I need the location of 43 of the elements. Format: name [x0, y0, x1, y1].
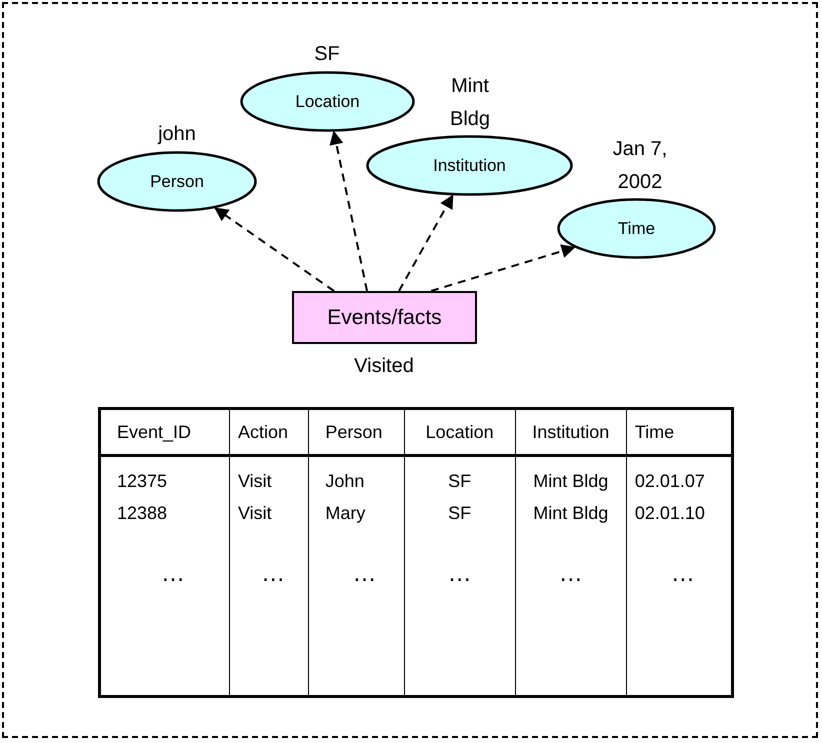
column-header: Person: [309, 410, 404, 457]
table-cell-text: …: [670, 559, 696, 589]
node-label: Institution: [433, 154, 506, 177]
value-label: Mint Bldg: [448, 74, 492, 132]
column-header: Event_ID: [101, 410, 229, 457]
table-cell-text: Mary: [324, 502, 366, 525]
table-cell-text: …: [446, 559, 473, 589]
table-cell-text: Visit: [236, 470, 273, 493]
value-label: SF: [313, 42, 341, 67]
dashed-arrow: [214, 207, 335, 292]
event-box: [292, 291, 477, 344]
value-label: Visited: [353, 354, 415, 379]
dashed-arrow: [430, 244, 576, 292]
node-label: Events/facts: [327, 304, 442, 331]
table-cell-text: Mint Bldg: [532, 502, 610, 525]
table-cell-text: 12388: [116, 502, 168, 525]
table-cell-text: …: [558, 559, 584, 589]
entity-ellipse: [97, 151, 257, 212]
table-cell-text: …: [160, 559, 186, 589]
node-label: Person: [150, 170, 204, 193]
entity-ellipse: [240, 71, 415, 132]
column-header: Time: [626, 410, 732, 457]
entity-ellipse: [557, 198, 716, 259]
table-cell-text: …: [351, 559, 378, 589]
value-label: Jan 7, 2002: [612, 137, 668, 195]
column-header: Action: [230, 410, 308, 457]
table-cell-text: John: [324, 470, 366, 493]
table-cell-text: SF: [447, 502, 472, 525]
dashed-arrow: [330, 130, 368, 292]
table-cell-text: …: [260, 559, 286, 589]
column-header: Institution: [516, 410, 626, 457]
dashed-arrow: [398, 194, 454, 292]
value-label: john: [156, 122, 197, 147]
node-label: Location: [295, 90, 360, 113]
table-cell-text: Mint Bldg: [532, 470, 610, 493]
table-cell-text: 12375: [116, 470, 168, 493]
table-cell-text: 02.01.07: [634, 470, 706, 493]
node-label: Time: [618, 218, 656, 240]
entity-ellipse: [366, 135, 573, 196]
table-cell-text: 02.01.10: [634, 502, 706, 525]
column-header: Location: [404, 410, 515, 457]
table-cell-text: Visit: [236, 502, 273, 525]
table-cell-text: SF: [447, 470, 472, 493]
